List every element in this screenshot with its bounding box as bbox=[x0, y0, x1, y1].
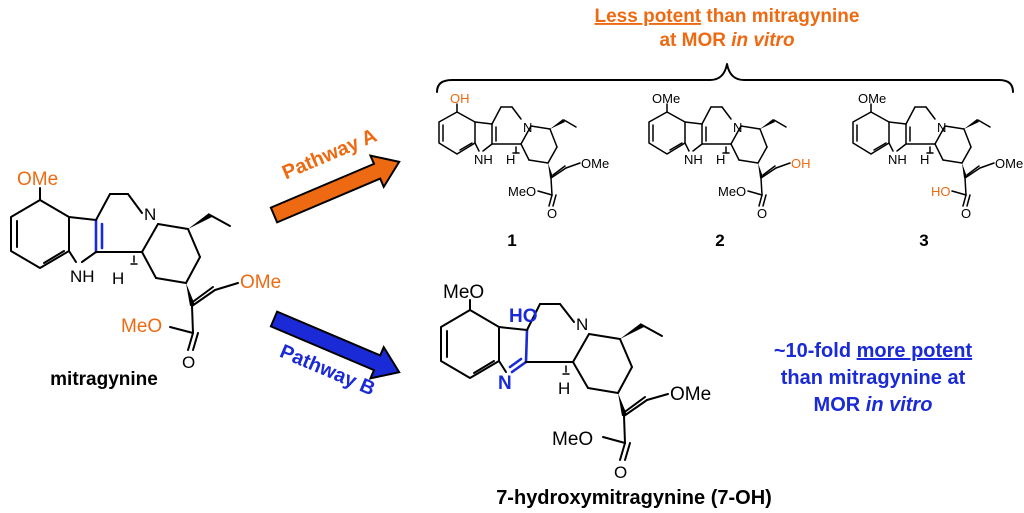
compound-1-o: O bbox=[547, 206, 557, 221]
mitragynine-ome-label: OMe bbox=[17, 169, 58, 190]
header-line-2: at MOR in vitro bbox=[659, 30, 794, 51]
mitragynine-nh-label: NH bbox=[70, 267, 95, 286]
compound-3-h: H bbox=[920, 152, 929, 167]
header-line-1: Less potent than mitragynine bbox=[595, 6, 860, 27]
compound-2-top-sub: OMe bbox=[652, 91, 680, 106]
seven-oh-name: 7-hydroxymitragynine (7-OH) bbox=[496, 487, 772, 509]
compound-1-n: N bbox=[523, 120, 532, 135]
compound-3-ester-left: HO bbox=[931, 184, 951, 199]
seven-oh-meo-top: MeO bbox=[443, 282, 484, 303]
mitragynine-o-label: O bbox=[182, 353, 195, 372]
less-potent-text: Less potent bbox=[595, 6, 702, 27]
compound-3-nh: NH bbox=[888, 152, 907, 167]
mitragynine-h-label: H bbox=[112, 269, 124, 288]
grouping-brace bbox=[436, 63, 1014, 93]
mitragynine-n-label: N bbox=[144, 205, 156, 224]
seven-oh-meo-ester: MeO bbox=[552, 429, 593, 450]
seven-oh-structure bbox=[440, 299, 669, 461]
compound-1-ester-left: MeO bbox=[508, 184, 536, 199]
compound-2-ester-left: MeO bbox=[718, 184, 746, 199]
mitragynine-name: mitragynine bbox=[50, 369, 158, 390]
seven-oh-n-imine: N bbox=[498, 373, 512, 394]
mitragynine-structure bbox=[10, 187, 239, 351]
compound-2-side: OH bbox=[791, 156, 811, 171]
potency-line-3: MOR in vitro bbox=[814, 394, 933, 416]
compound-2-number: 2 bbox=[715, 231, 724, 250]
mitragynine-meo-label: MeO bbox=[121, 316, 162, 337]
compound-1-h: H bbox=[506, 152, 515, 167]
potency-line-2: than mitragynine at bbox=[781, 367, 966, 389]
compound-3-top-sub: OMe bbox=[858, 91, 886, 106]
seven-oh-ho-label: HO bbox=[509, 306, 538, 327]
compound-3-number: 3 bbox=[919, 231, 928, 250]
compound-1-side: OMe bbox=[581, 156, 609, 171]
compound-3-n: N bbox=[937, 120, 946, 135]
compound-2-n: N bbox=[733, 120, 742, 135]
compound-3-o: O bbox=[961, 206, 971, 221]
seven-oh-n-ring: N bbox=[576, 315, 588, 334]
compound-2-o: O bbox=[757, 206, 767, 221]
compound-2-h: H bbox=[716, 152, 725, 167]
seven-oh-o: O bbox=[614, 463, 627, 482]
compound-1-nh: NH bbox=[474, 152, 493, 167]
compound-1-number: 1 bbox=[507, 231, 516, 250]
compound-3-side: OMe bbox=[995, 156, 1023, 171]
pathway-a-arrow bbox=[269, 154, 401, 224]
seven-oh-h: H bbox=[558, 379, 570, 398]
more-potent-text: more potent bbox=[857, 340, 973, 362]
compound-2-nh: NH bbox=[684, 152, 703, 167]
compound-1-top-sub: OH bbox=[450, 91, 470, 106]
pathway-b-arrow bbox=[269, 310, 401, 380]
seven-oh-ome: OMe bbox=[670, 384, 711, 405]
mitragynine-ome2-label: OMe bbox=[240, 272, 281, 293]
potency-line-1: ~10-fold more potent bbox=[774, 340, 973, 362]
